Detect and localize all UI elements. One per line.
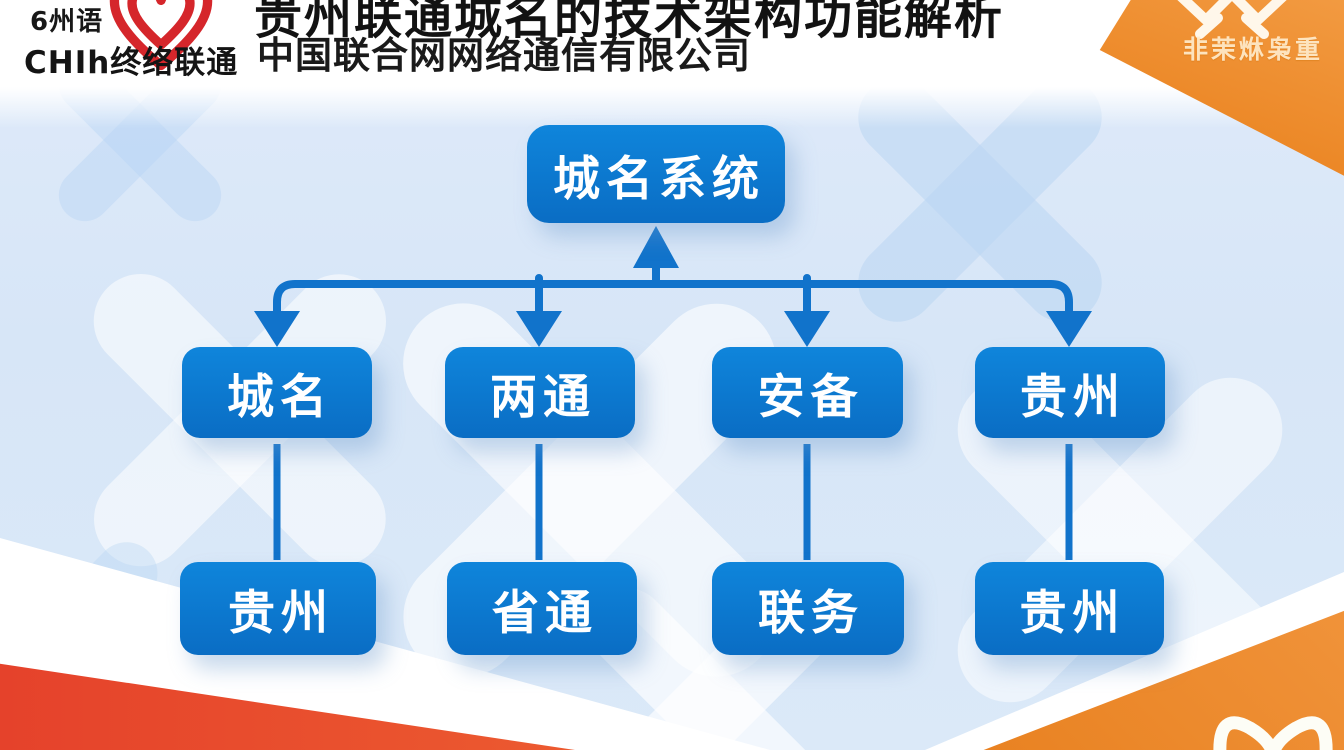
node-level2-2: 两通 — [445, 347, 635, 438]
unicom-knot-icon — [1177, 0, 1287, 39]
node-level2-3: 安备 — [712, 347, 903, 438]
node-level3-4: 贵州 — [975, 562, 1164, 655]
node-level2-1: 城名 — [182, 347, 372, 438]
node-level3-3: 联务 — [712, 562, 904, 655]
node-level3-2: 省通 — [447, 562, 637, 655]
corner-watermark-text: 非茉烌枭重 — [1183, 35, 1324, 64]
logo-tagline-bottom: CHIh终络联通 — [24, 45, 239, 81]
node-root: 城名系统 — [527, 125, 785, 223]
slide-subtitle: 中国联合网网络通信有限公司 — [257, 34, 751, 77]
unicom-logo-icon — [109, 0, 213, 71]
slide-title: 贵州联通城名的技术架构功能解析 — [254, 0, 1005, 45]
node-level2-4: 贵州 — [975, 347, 1165, 438]
node-level3-1: 贵州 — [180, 562, 376, 655]
logo-tagline-top: 6州语 — [30, 7, 104, 37]
unicom-knot-icon — [1213, 716, 1333, 750]
